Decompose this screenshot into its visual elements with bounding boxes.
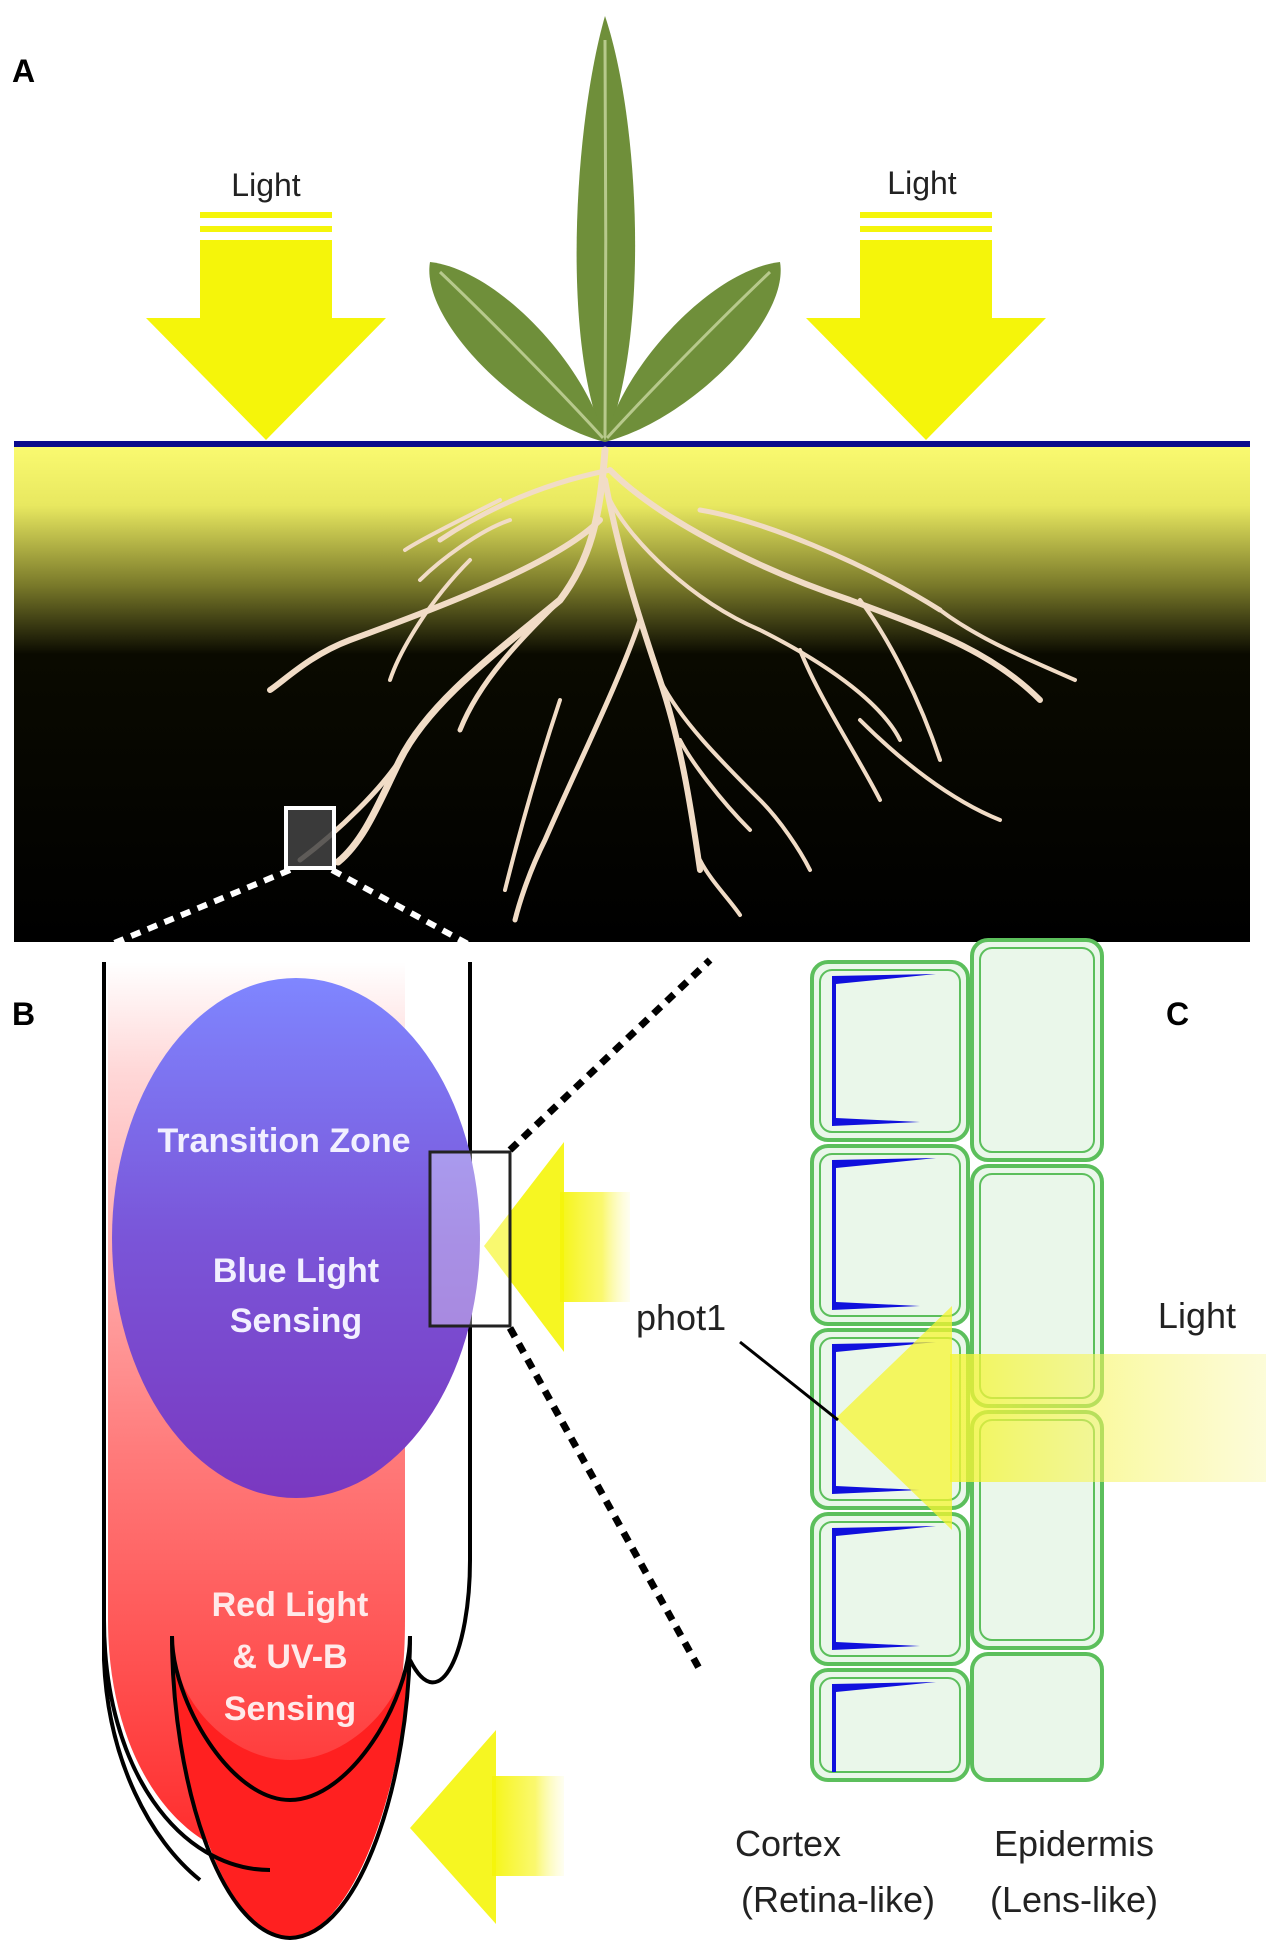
panel-c: C [636,938,1266,1920]
panel-b: B Transition Zone Blue Light Sensing Red… [12,957,713,1941]
zoom-line-c-bottom [506,1326,704,1672]
light-arrow-transition [484,1142,630,1352]
zoom-line-c-top [507,957,713,1153]
panel-a-label: A [12,53,35,89]
light-label-c: Light [1158,1295,1236,1336]
light-label-left: Light [231,167,301,203]
panel-b-label: B [12,996,35,1032]
red-light-label-line3: Sensing [224,1690,356,1728]
cortex-label: Cortex [735,1823,841,1864]
red-light-label-line1: Red Light [212,1586,369,1624]
phot1-label: phot1 [636,1297,726,1338]
panel-c-label: C [1166,996,1189,1032]
plant-shoot [429,16,781,442]
epidermis-cells [970,938,1104,1782]
panel-a: A Light Light [12,16,1250,947]
root-edge-inset-box [428,1150,512,1328]
light-arrow-root-cap [410,1730,564,1924]
soil [14,446,1250,942]
light-label-right: Light [887,165,957,201]
transition-zone-label: Transition Zone [157,1122,410,1160]
light-arrow-left [146,212,386,440]
zoom-line-right [330,867,470,947]
root-system [267,446,1077,923]
root-tip-inset-box [284,806,336,870]
cortex-sublabel: (Retina-like) [741,1879,935,1920]
phot1-markers [832,974,936,1772]
epidermis-sublabel: (Lens-like) [990,1879,1158,1920]
blue-light-label-line1: Blue Light [213,1252,379,1290]
light-arrow-right [806,212,1046,440]
zoom-line-left [110,867,292,947]
light-arrow-cells [836,1306,1266,1530]
epidermis-label: Epidermis [994,1823,1154,1864]
phot1-pointer-line [739,1340,839,1422]
blue-light-label-line2: Sensing [230,1302,362,1340]
red-light-label-line2: & UV-B [232,1638,347,1676]
blue-light-zone [112,978,480,1498]
